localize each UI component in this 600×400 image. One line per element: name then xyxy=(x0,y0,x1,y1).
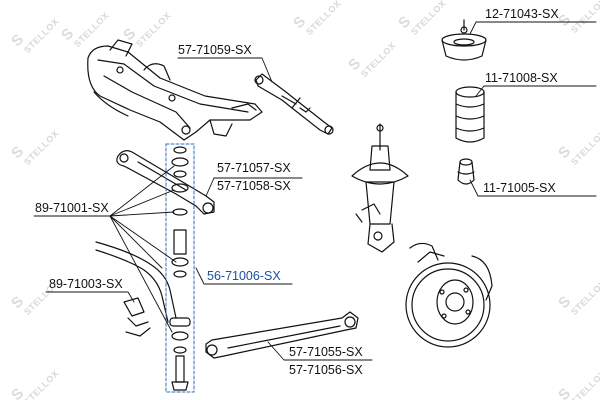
callout-12-71043[interactable]: 12-71043-SX xyxy=(485,7,559,21)
callout-57-71055[interactable]: 57-71055-SX xyxy=(289,345,363,359)
strut-top-mount xyxy=(441,19,487,61)
callout-57-71059[interactable]: 57-71059-SX xyxy=(178,43,252,57)
stabilizer-bar xyxy=(95,241,177,337)
strut-assembly xyxy=(351,123,409,253)
upper-control-arm xyxy=(254,73,334,135)
callout-56-71006[interactable]: 56-71006-SX xyxy=(207,269,281,283)
callout-11-71005[interactable]: 11-71005-SX xyxy=(483,181,556,195)
callout-89-71003[interactable]: 89-71003-SX xyxy=(49,277,123,291)
rear-crossmember xyxy=(87,39,263,141)
lateral-arm xyxy=(116,150,215,215)
callout-89-71001[interactable]: 89-71001-SX xyxy=(35,201,109,215)
callout-57-71056[interactable]: 57-71056-SX xyxy=(289,363,363,377)
leader-lines xyxy=(33,21,597,361)
callout-57-71058[interactable]: 57-71058-SX xyxy=(217,179,291,193)
brake-disc-hub xyxy=(405,242,493,348)
strut-boot xyxy=(455,86,485,143)
callout-11-71008[interactable]: 11-71008-SX xyxy=(485,71,558,85)
callout-57-71057[interactable]: 57-71057-SX xyxy=(217,161,291,175)
bump-stop xyxy=(457,158,475,185)
lower-control-arm xyxy=(205,311,359,359)
